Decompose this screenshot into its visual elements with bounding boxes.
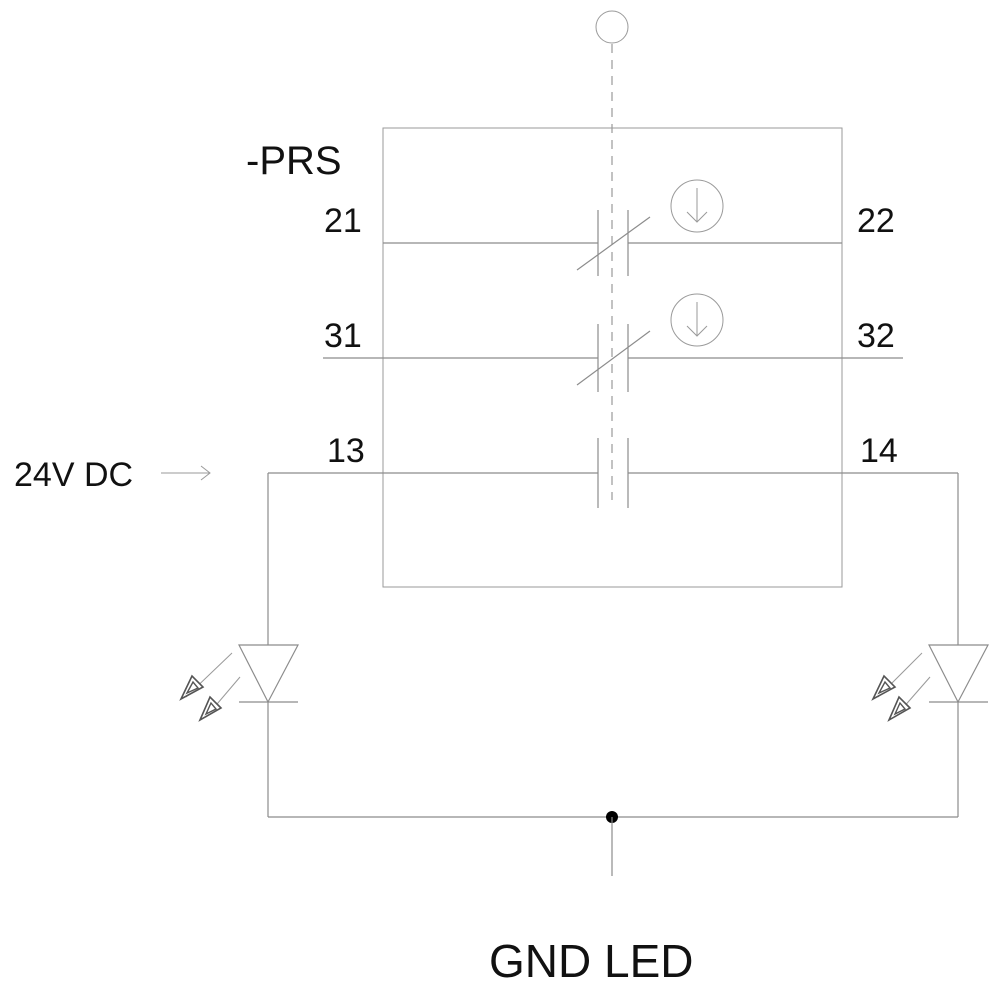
terminal-21: 21 — [324, 202, 362, 240]
positive-opening-icon — [670, 179, 724, 233]
left-light-rays-icon — [179, 652, 241, 722]
right-led-icon — [928, 644, 989, 704]
terminal-32: 32 — [857, 317, 895, 355]
supply-label: 24V DC — [14, 456, 133, 494]
right-light-rays-icon — [871, 652, 931, 722]
actuator-knob-icon — [595, 10, 629, 44]
positive-opening-icon — [670, 293, 724, 347]
contact-nc-31-32 — [323, 293, 903, 392]
terminal-13: 13 — [327, 432, 365, 470]
left-led-icon — [238, 644, 299, 704]
contact-no-13-14 — [268, 438, 958, 508]
terminal-14: 14 — [860, 432, 898, 470]
supply-arrow-icon — [161, 465, 211, 481]
terminal-31: 31 — [324, 317, 362, 355]
terminal-22: 22 — [857, 202, 895, 240]
ground-label: GND LED — [489, 935, 693, 987]
device-tag: -PRS — [246, 139, 342, 183]
contact-nc-21-22 — [383, 179, 842, 276]
